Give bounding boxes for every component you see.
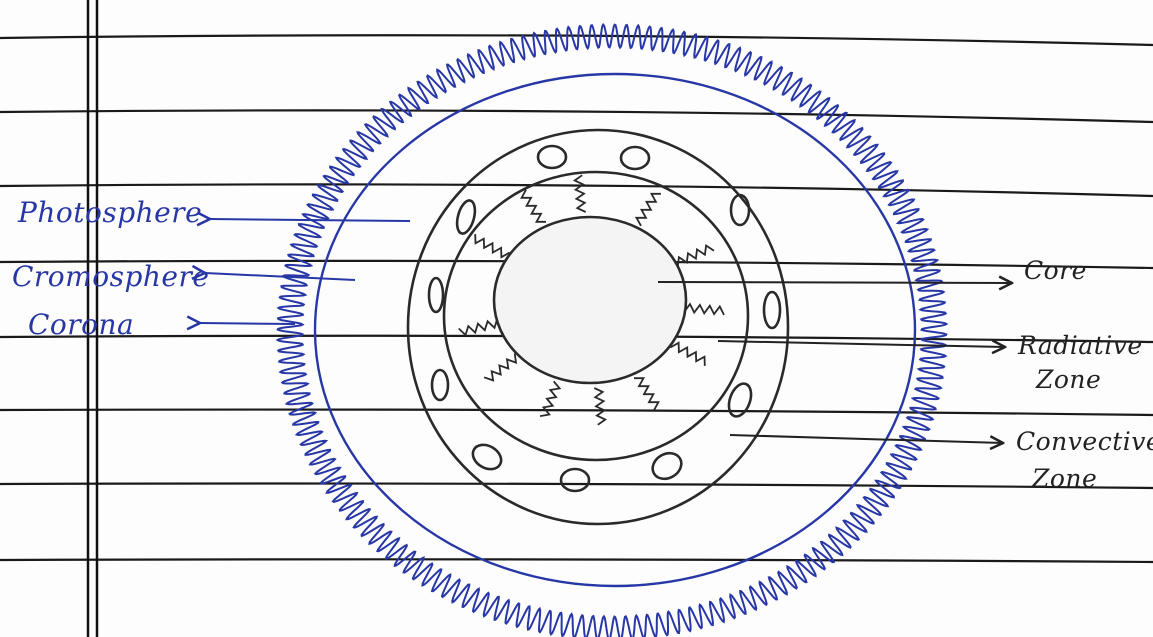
convective-zone-label-line1: Convective: [1016, 428, 1153, 456]
convection-cell: [731, 195, 749, 225]
radiation-squiggle: [637, 194, 661, 226]
radiation-squiggle: [670, 343, 705, 366]
convection-cell: [764, 292, 780, 328]
radiation-squiggle: [594, 388, 605, 425]
convective-zone-arrow: [730, 435, 1003, 443]
photosphere-label: Photosphere: [18, 198, 202, 228]
radiation-squiggle: [484, 354, 516, 381]
corona-arrow: [200, 323, 295, 324]
core-circle: [494, 217, 686, 383]
radiation-squiggle: [475, 234, 510, 257]
radiation-squiggle: [459, 319, 498, 335]
convective-zone-label-line2: Zone: [1032, 465, 1097, 493]
core-label: Core: [1024, 257, 1087, 285]
radiation-squiggle: [684, 304, 724, 315]
convection-cell: [621, 147, 649, 169]
convection-cell: [538, 146, 566, 168]
radiation-squiggle: [522, 190, 546, 222]
core-arrow: [658, 282, 1012, 283]
radiative-zone-label-line1: Radiative: [1018, 332, 1143, 360]
ruled-line: [0, 110, 1153, 122]
radiative-zone-arrow: [718, 341, 1005, 347]
convection-cell: [561, 469, 589, 491]
convection-cell: [432, 370, 448, 400]
photosphere-arrow: [210, 219, 410, 221]
ruled-line: [0, 559, 1153, 562]
convection-cell: [469, 440, 506, 474]
ruled-line: [0, 410, 1153, 415]
corona-label: Corona: [28, 310, 134, 340]
ruled-line: [0, 35, 1153, 45]
chromosphere-label: Cromosphere: [12, 262, 209, 292]
convection-cell: [429, 278, 443, 312]
ruled-line: [0, 484, 1153, 489]
convection-cell: [648, 448, 686, 484]
radiative-zone-label-line2: Zone: [1036, 366, 1101, 394]
radiation-squiggle: [575, 175, 586, 212]
chromosphere-arrow: [205, 273, 355, 280]
radiation-squiggle: [634, 378, 658, 410]
